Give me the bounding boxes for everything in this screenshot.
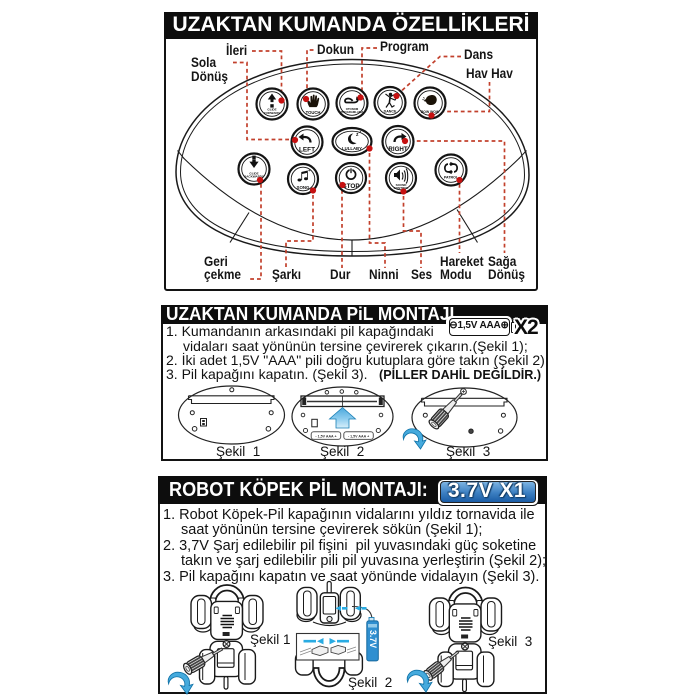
svg-text:OTONOM: OTONOM (346, 107, 359, 111)
svg-text:LEFT: LEFT (299, 146, 315, 153)
svg-text:BOW WOW: BOW WOW (421, 110, 440, 114)
svg-text:TOUCH: TOUCH (306, 110, 321, 115)
svg-text:LULLABY: LULLABY (342, 146, 362, 151)
svg-text:GLIDE: GLIDE (249, 171, 258, 175)
svg-text:BACKWARDS: BACKWARDS (244, 175, 264, 179)
svg-text:+: + (308, 168, 311, 173)
svg-text:z: z (360, 130, 362, 134)
svg-text:CONTROL: CONTROL (394, 186, 409, 190)
svg-text:SONG: SONG (297, 185, 311, 190)
svg-text:- 1,5V AAA +: - 1,5V AAA + (348, 434, 369, 438)
svg-text:3.7V: 3.7V (368, 630, 378, 648)
svg-text:z: z (356, 132, 359, 138)
svg-text:FORWARD: FORWARD (264, 111, 280, 115)
svg-text:DANCE: DANCE (384, 110, 397, 114)
svg-text:SOUND: SOUND (396, 183, 408, 187)
svg-text:RIGHT: RIGHT (388, 146, 407, 153)
svg-text:PROGRAMLAMA: PROGRAMLAMA (341, 110, 364, 114)
svg-text:PATROL: PATROL (444, 176, 459, 180)
svg-text:- 1,5V AAA +: - 1,5V AAA + (315, 434, 336, 438)
svg-text:STOP: STOP (342, 183, 360, 190)
svg-text:GLIDE: GLIDE (267, 108, 276, 112)
